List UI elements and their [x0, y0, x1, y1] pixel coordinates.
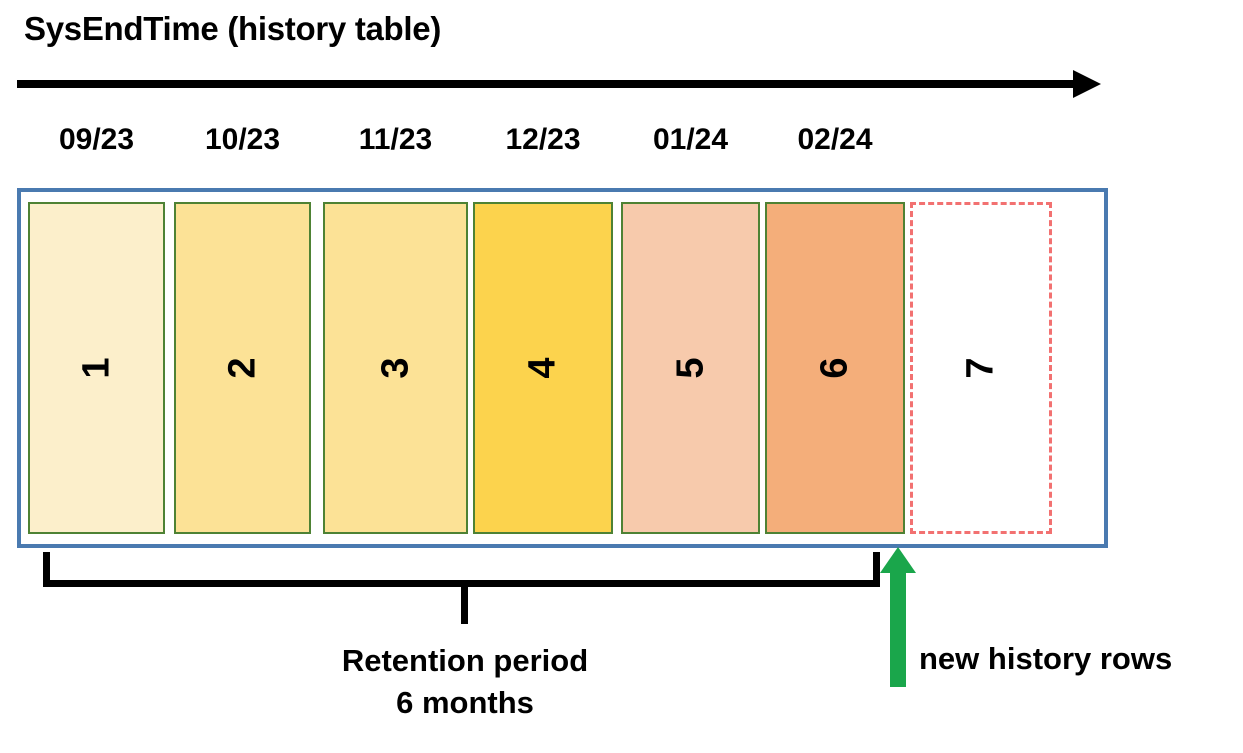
month-label-5: 02/24	[797, 123, 873, 156]
page-title: SysEndTime (history table)	[24, 10, 442, 47]
retention-bracket-left-tick	[43, 552, 50, 587]
month-label-2: 11/23	[358, 123, 433, 156]
right-arrow-icon	[1073, 70, 1101, 98]
partition-box-6: 6	[765, 202, 905, 534]
partition-box-2: 2	[174, 202, 311, 534]
month-label-0: 09/23	[58, 123, 135, 156]
retention-caption: Retention period 6 months	[250, 640, 680, 724]
partition-box-5: 5	[621, 202, 760, 534]
partition-box-7-new: 7	[910, 202, 1052, 534]
retention-bracket-right-tick	[873, 552, 880, 587]
partition-number-6: 6	[813, 357, 856, 379]
timeline-axis-line	[17, 80, 1079, 88]
retention-bracket-line	[43, 580, 880, 587]
partition-box-1: 1	[28, 202, 165, 534]
new-rows-arrow-shaft	[890, 570, 906, 687]
partition-number-7: 7	[959, 357, 1002, 379]
partition-number-5: 5	[669, 357, 712, 379]
up-arrow-icon	[880, 547, 916, 573]
month-label-1: 10/23	[204, 123, 281, 156]
new-history-rows-label: new history rows	[919, 641, 1173, 676]
partition-box-4: 4	[473, 202, 613, 534]
retention-caption-line-1: Retention period	[341, 643, 589, 678]
partition-box-3: 3	[323, 202, 468, 534]
partition-number-2: 2	[221, 357, 264, 379]
partition-number-1: 1	[75, 357, 118, 379]
partition-number-3: 3	[374, 357, 417, 379]
month-label-3: 12/23	[505, 123, 581, 156]
month-label-4: 01/24	[652, 123, 729, 156]
retention-bracket-stem	[461, 585, 468, 624]
partition-number-4: 4	[521, 357, 564, 379]
retention-caption-line-2: 6 months	[396, 684, 534, 720]
